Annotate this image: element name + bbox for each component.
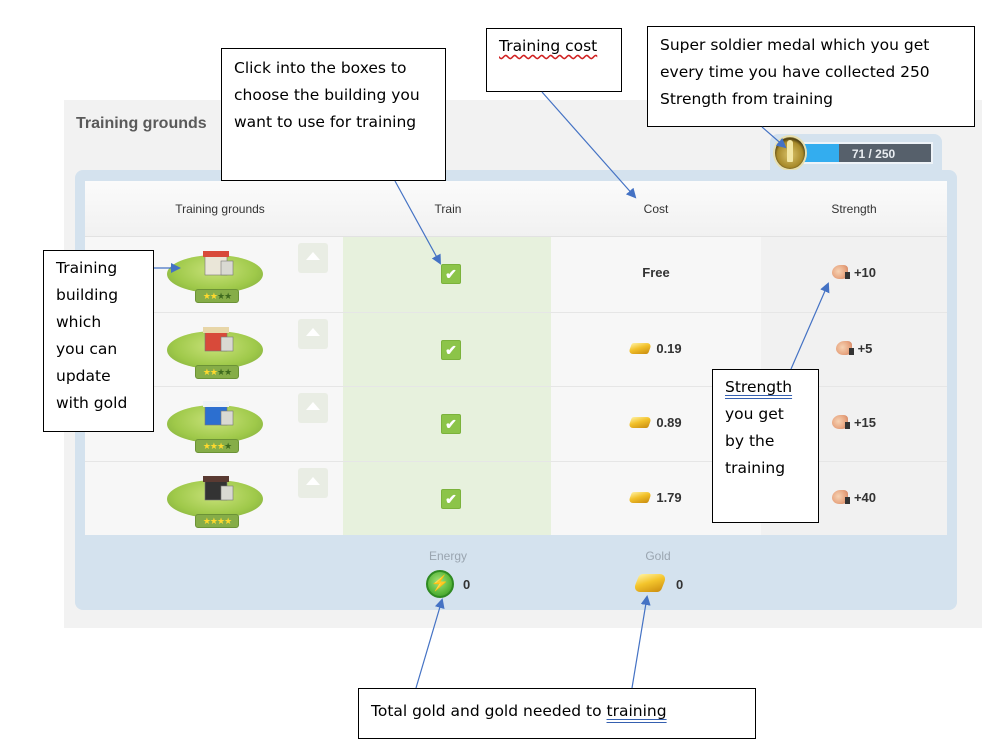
strength-value: +5 [761, 340, 947, 356]
cost-amount: 0.19 [656, 340, 682, 356]
train-checkbox[interactable]: ✔ [441, 414, 461, 434]
training-building-4[interactable]: ★★★★ [167, 470, 263, 528]
callout-building: Training building which you can update w… [43, 250, 154, 432]
cost-value: 0.89 [551, 415, 761, 430]
callout-strength-line: you get [725, 405, 784, 423]
strength-arm-icon [831, 415, 850, 429]
table-row: ★★★★ ✔ Free +10 [85, 237, 947, 311]
strength-value: +15 [761, 415, 947, 430]
gold-icon [628, 417, 653, 428]
cost-amount: Free [642, 265, 670, 280]
callout-strength-line: training [725, 459, 786, 477]
callout-total-gold-text: Total gold and gold needed to [371, 702, 607, 720]
building-icon [203, 326, 234, 351]
cost-amount: 0.89 [656, 415, 682, 430]
callout-strength-line: by the [725, 432, 775, 450]
star-filled-icon: ★ [202, 366, 211, 377]
table-row: ★★★★ ✔ 0.19 +5 [85, 311, 947, 386]
medal-progress-text: 71 / 250 [851, 147, 896, 161]
strength-amount: +15 [853, 415, 877, 430]
star-empty-icon: ★ [224, 291, 232, 301]
panel-title: Training grounds [76, 115, 207, 132]
callout-building-line: which [56, 313, 102, 331]
callout-total-gold: Total gold and gold needed to training [358, 688, 756, 739]
table-row: ★★★★ ✔ 0.89 +15 [85, 386, 947, 460]
strength-amount: +40 [853, 489, 877, 505]
strength-amount: +10 [853, 265, 877, 280]
star-rating: ★★★★ [195, 439, 239, 453]
strength-value: +40 [761, 489, 947, 505]
callout-building-line: building [56, 286, 119, 304]
cost-amount: 1.79 [656, 489, 682, 505]
star-filled-icon: ★ [202, 291, 211, 301]
star-empty-icon: ★ [217, 291, 225, 301]
training-building-1[interactable]: ★★★★ [167, 245, 263, 303]
gold-icon [628, 491, 653, 503]
cost-value: Free [551, 265, 761, 280]
callout-building-line: update [56, 367, 111, 385]
gold-icon [628, 342, 653, 354]
train-checkbox[interactable]: ✔ [441, 264, 461, 284]
table-header: Training grounds Train Cost Strength [85, 181, 947, 237]
callout-building-line: you can [56, 340, 118, 358]
training-building-2[interactable]: ★★★★ [167, 321, 263, 379]
star-filled-icon: ★ [209, 366, 218, 377]
cost-value: 0.19 [551, 341, 761, 356]
callout-total-gold-underlined: training [606, 702, 667, 720]
gold-label: Gold [645, 549, 671, 563]
star-filled-icon: ★ [202, 515, 211, 526]
star-filled-icon: ★ [209, 291, 218, 301]
building-icon [203, 401, 234, 426]
strength-arm-icon [831, 265, 850, 279]
callout-building-line: with gold [56, 394, 128, 412]
star-rating: ★★★★ [195, 513, 239, 528]
star-filled-icon: ★ [209, 441, 218, 451]
star-filled-icon: ★ [217, 441, 225, 451]
strength-arm-icon [835, 340, 854, 355]
callout-strength-word: Strength [725, 378, 793, 396]
upgrade-button[interactable] [298, 243, 328, 273]
callout-building-line: Training [56, 259, 118, 277]
strength-arm-icon [831, 489, 850, 504]
training-building-3[interactable]: ★★★★ [167, 395, 263, 453]
upgrade-button[interactable] [298, 467, 328, 498]
building-icon [203, 475, 234, 500]
energy-label: Energy [428, 549, 468, 563]
callout-training-cost-text: Training cost [499, 37, 598, 55]
train-checkbox[interactable]: ✔ [441, 339, 461, 360]
callout-medal: Super soldier medal which you get every … [647, 26, 975, 127]
medal-progress-fill [802, 144, 839, 162]
star-empty-icon: ★ [224, 441, 232, 451]
star-filled-icon: ★ [209, 515, 218, 526]
callout-train-boxes: Click into the boxes to choose the build… [221, 48, 446, 181]
strength-value: +10 [761, 265, 947, 280]
gold-value: 0 [676, 577, 684, 592]
star-filled-icon: ★ [202, 441, 211, 451]
upgrade-button[interactable] [298, 318, 328, 349]
star-filled-icon: ★ [217, 515, 225, 526]
callout-training-cost: Training cost [486, 28, 622, 92]
header-strength: Strength [831, 202, 877, 216]
header-train: Train [434, 202, 462, 216]
star-empty-icon: ★ [224, 366, 232, 377]
star-rating: ★★★★ [195, 364, 239, 379]
medal-progress-bar: 71 / 250 [800, 142, 933, 164]
strength-amount: +5 [857, 340, 873, 356]
super-soldier-medal-icon[interactable] [775, 137, 805, 169]
star-rating: ★★★★ [195, 289, 239, 303]
star-filled-icon: ★ [224, 515, 232, 526]
energy-value: 0 [463, 577, 471, 592]
train-checkbox[interactable]: ✔ [441, 488, 461, 509]
header-training-grounds: Training grounds [175, 202, 265, 216]
star-empty-icon: ★ [217, 366, 225, 377]
cost-value: 1.79 [551, 490, 761, 505]
table-row: ★★★★ ✔ 1.79 +40 [85, 460, 947, 535]
callout-strength: Strength you get by the training [712, 369, 819, 523]
header-cost: Cost [643, 202, 669, 216]
upgrade-button[interactable] [298, 393, 328, 423]
building-icon [203, 251, 234, 276]
energy-icon: ⚡ [426, 570, 454, 598]
